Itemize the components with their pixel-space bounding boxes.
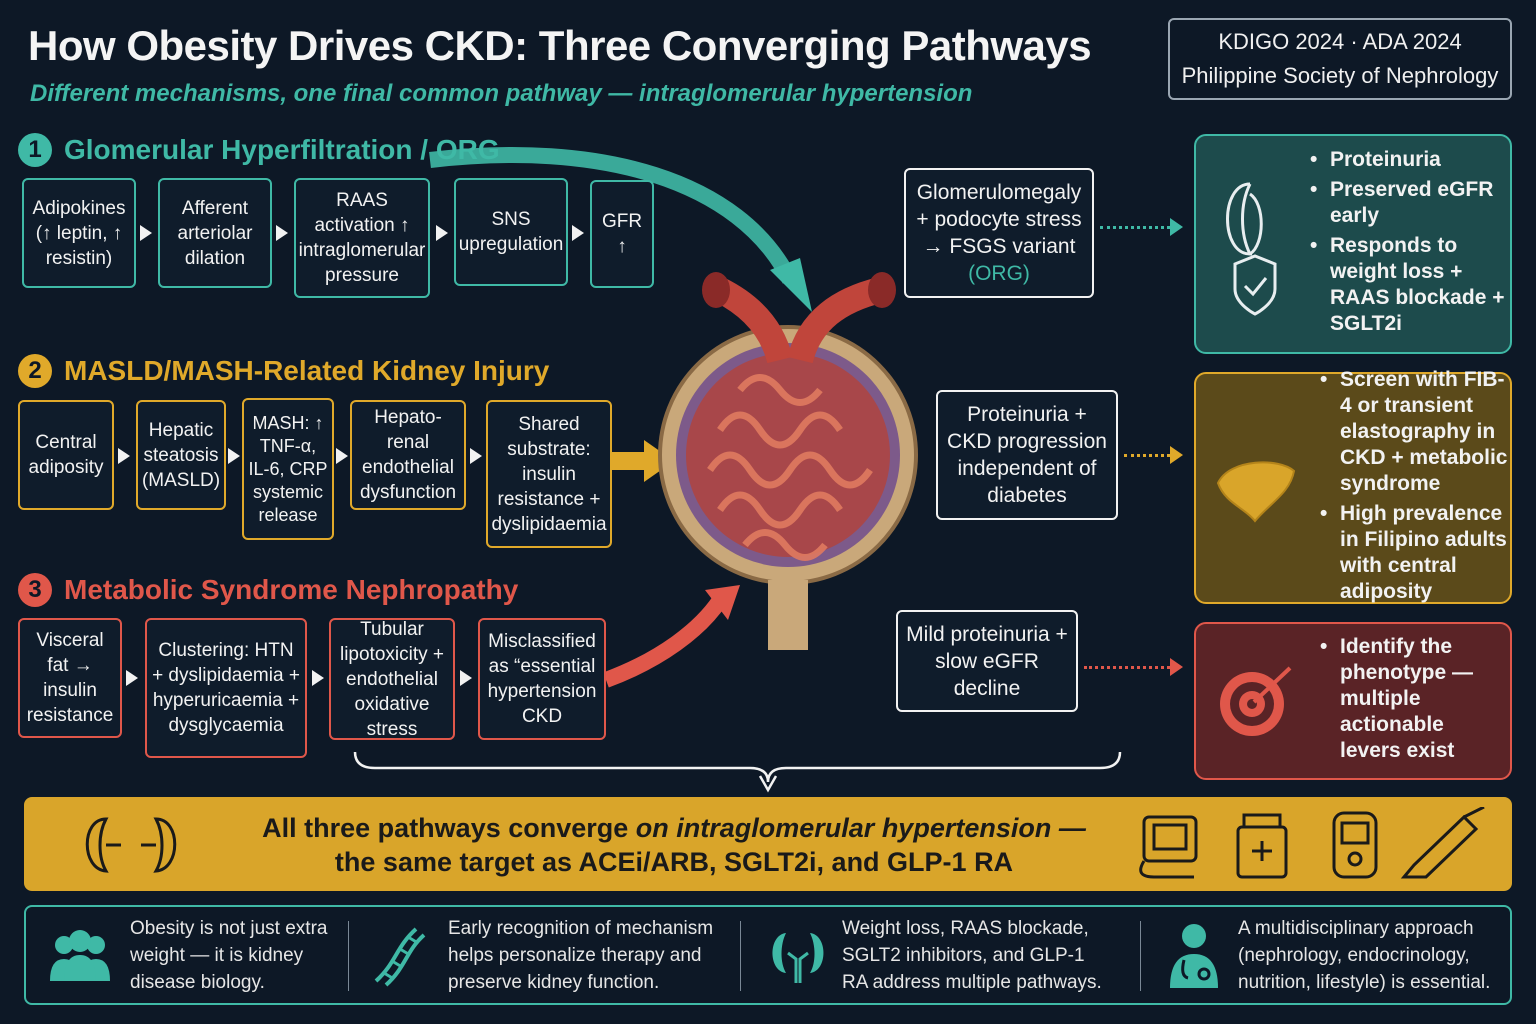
banner-line-2: the same target as ACEi/ARB, SGLT2i, and…	[334, 847, 1014, 877]
pathway-2-arrow-4	[470, 448, 482, 464]
pathway-1-dotted-arrowhead	[1170, 218, 1183, 236]
pathway-3-step-2: Clustering: HTN + dyslipidaemia + hyperu…	[145, 618, 307, 758]
pathway-1-arrow-3	[436, 225, 448, 241]
pathway-3-arrow-3	[460, 670, 472, 686]
banner-line-1-emphasis: on intraglomerular hypertension —	[635, 813, 1086, 843]
pathway-1-result-line-3: → FSGS variant	[922, 235, 1076, 258]
footer-text-2: Early recognition of mechanism helps per…	[448, 917, 714, 993]
pathway-3-panel: Identify the phenotype — multiple action…	[1194, 622, 1512, 780]
pathway-2-arrow-2	[228, 448, 240, 464]
convergence-brace	[353, 751, 1122, 783]
pathway-1-arrow-2	[276, 225, 288, 241]
kidneys-icon	[772, 933, 824, 983]
pathway-1-arrow-1	[140, 225, 152, 241]
footer-text-3: Weight loss, RAAS blockade, SGLT2 inhibi…	[842, 917, 1102, 993]
pathway-1-panel: Proteinuria Preserved eGFR early Respond…	[1194, 134, 1512, 354]
banner-text: All three pathways converge on intraglom…	[204, 811, 1144, 879]
pathway-1-dotted-connector	[1100, 226, 1170, 229]
footer-divider-1	[348, 921, 349, 991]
glucose-meter-icon	[1332, 811, 1378, 879]
dna-icon	[374, 927, 426, 987]
footer-text-1: Obesity is not just extra weight — it is…	[130, 917, 328, 993]
pathway-3-dotted-arrowhead	[1170, 658, 1183, 676]
footer-text-4: A multidisciplinary approach (nephrology…	[1238, 917, 1491, 993]
convergence-banner: All three pathways converge on intraglom…	[24, 797, 1512, 891]
pathway-3-bullet-1: Identify the phenotype — multiple action…	[1320, 634, 1510, 764]
guidelines-box: KDIGO 2024 · ADA 2024 Philippine Society…	[1168, 18, 1512, 100]
treatment-icons	[1139, 807, 1485, 879]
pathway-1-step-3: RAAS activation ↑ intraglomerular pressu…	[294, 178, 430, 298]
pathway-3-arrow-2	[312, 670, 324, 686]
pathway-3-dotted-connector	[1084, 666, 1170, 669]
insulin-pen-icon	[1400, 807, 1485, 879]
pathway-1-arrow-4	[572, 225, 584, 241]
pathway-2-step-3: MASH: ↑ TNF-α, IL-6, CRP systemic releas…	[242, 398, 334, 540]
efferent-arteriole	[787, 277, 884, 364]
pathway-2-title: MASLD/MASH-Related Kidney Injury	[64, 355, 550, 386]
pathway-1-header: 1 Glomerular Hyperfiltration / ORG	[18, 133, 500, 167]
footer-item-3: Weight loss, RAAS blockade, SGLT2 inhibi…	[768, 907, 1138, 1003]
pathway-1-result-line-2: + podocyte stress	[916, 208, 1082, 231]
target-icon	[1220, 666, 1292, 736]
banner-line-1-bold: All three pathways converge	[262, 813, 636, 843]
pathway-1-result: Glomerulomegaly + podocyte stress → FSGS…	[904, 168, 1094, 298]
footer-divider-2	[740, 921, 741, 991]
pathway-3-step-4: Misclassified as “essential hypertension…	[478, 618, 606, 740]
page-title: How Obesity Drives CKD: Three Converging…	[28, 22, 1092, 69]
doctor-icon	[1170, 924, 1218, 988]
pathway-2-number: 2	[18, 354, 52, 388]
page-subtitle: Different mechanisms, one final common p…	[30, 80, 973, 107]
pathway-1-arrowhead	[770, 258, 812, 312]
pathway-2-arrow-3	[336, 448, 348, 464]
pathway-1-bullet-3: Responds to weight loss + RAAS blockade …	[1310, 233, 1510, 337]
footer-item-1: Obesity is not just extra weight — it is…	[44, 907, 354, 1003]
guidelines-line-2: Philippine Society of Nephrology	[1181, 63, 1499, 88]
pathway-1-step-5: GFR ↑	[590, 180, 654, 288]
pathway-3-number: 3	[18, 573, 52, 607]
pathway-3-arrowhead	[705, 585, 740, 620]
pathway-3-step-1: Visceral fat → insulin resistance	[18, 618, 122, 738]
footer-item-4: A multidisciplinary approach (nephrology…	[1164, 907, 1504, 1003]
pathway-2-step-1: Central adiposity	[18, 400, 114, 510]
pathway-2-header: 2 MASLD/MASH-Related Kidney Injury	[18, 354, 549, 388]
footer-item-2: Early recognition of mechanism helps per…	[366, 907, 746, 1003]
pathway-2-bullet-1: Screen with FIB-4 or transient elastogra…	[1320, 367, 1510, 497]
pathway-2-result: Proteinuria + CKD progression independen…	[936, 390, 1118, 520]
pathway-3-arrow-1	[126, 670, 138, 686]
pathway-1-title: Glomerular Hyperfiltration / ORG	[64, 134, 500, 165]
kidney-shield-icon	[1226, 182, 1277, 316]
pathway-3-flow-arrow	[603, 595, 727, 688]
pathway-3-step-3: Tubular lipotoxicity + endothelial oxida…	[329, 618, 455, 740]
guidelines-line-1: KDIGO 2024 · ADA 2024	[1218, 29, 1462, 54]
pathway-3-title: Metabolic Syndrome Nephropathy	[64, 574, 519, 605]
pathway-1-step-1: Adipokines (↑ leptin, ↑ resistin)	[22, 178, 136, 288]
pathway-1-number: 1	[18, 133, 52, 167]
pathway-1-result-line-1: Glomerulomegaly	[916, 181, 1082, 204]
key-messages-footer: Obesity is not just extra weight — it is…	[24, 905, 1512, 1005]
pathway-2-bullet-2: High prevalence in Filipino adults with …	[1320, 501, 1510, 605]
liver-icon	[1216, 461, 1296, 523]
pathway-1-result-line-4: (ORG)	[968, 262, 1030, 285]
pathway-2-arrow-1	[118, 448, 130, 464]
pathway-2-step-5: Shared substrate: insulin resistance + d…	[486, 400, 612, 548]
pathway-2-panel: Screen with FIB-4 or transient elastogra…	[1194, 367, 1512, 605]
pathway-1-step-2: Afferent arteriolar dilation	[158, 178, 272, 288]
pathway-1-flow-arrow	[429, 147, 798, 284]
pathway-2-flow-arrow	[612, 452, 646, 470]
pathway-3-header: 3 Metabolic Syndrome Nephropathy	[18, 573, 518, 607]
people-icon	[50, 930, 110, 981]
pathway-2-step-2: Hepatic steatosis (MASLD)	[136, 400, 226, 510]
pathway-1-bullet-1: Proteinuria	[1310, 147, 1510, 173]
pathway-3-result: Mild proteinuria + slow eGFR decline	[896, 610, 1078, 712]
pathway-1-step-4: SNS upregulation	[454, 178, 568, 286]
medication-bottle-icon	[1236, 813, 1288, 879]
blood-pressure-monitor-icon	[1139, 815, 1198, 879]
pathway-1-bullet-2: Preserved eGFR early	[1310, 177, 1510, 229]
pathway-2-dotted-connector	[1124, 454, 1170, 457]
pathway-2-dotted-arrowhead	[1170, 446, 1183, 464]
pathway-2-step-4: Hepato-renal endothelial dysfunction	[350, 400, 466, 510]
footer-divider-3	[1140, 921, 1141, 991]
kidney-icon	[85, 817, 177, 873]
